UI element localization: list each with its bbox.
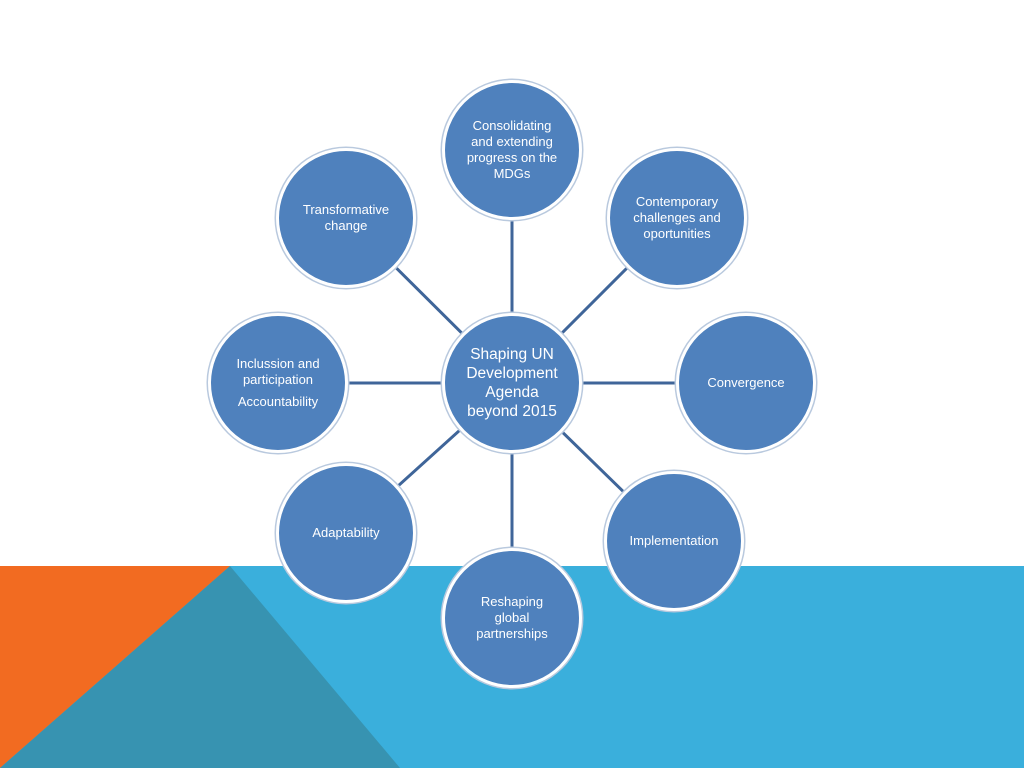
node-inclusion-participation: Inclussion and participation Accountabil… — [208, 313, 348, 453]
node-adaptability: Adaptability — [276, 463, 416, 603]
node-convergence: Convergence — [676, 313, 816, 453]
node-reshaping-partnerships: Reshaping global partnerships — [442, 548, 582, 688]
node-consolidating-mdgs: Consolidating and extending progress on … — [442, 80, 582, 220]
node-transformative-change: Transformative change — [276, 148, 416, 288]
node-contemporary-challenges: Contemporary challenges and oportunities — [607, 148, 747, 288]
hub-node-shaping-un-agenda: Shaping UN Development Agenda beyond 201… — [442, 313, 582, 453]
node-implementation: Implementation — [604, 471, 744, 611]
teal-triangle — [0, 566, 400, 768]
